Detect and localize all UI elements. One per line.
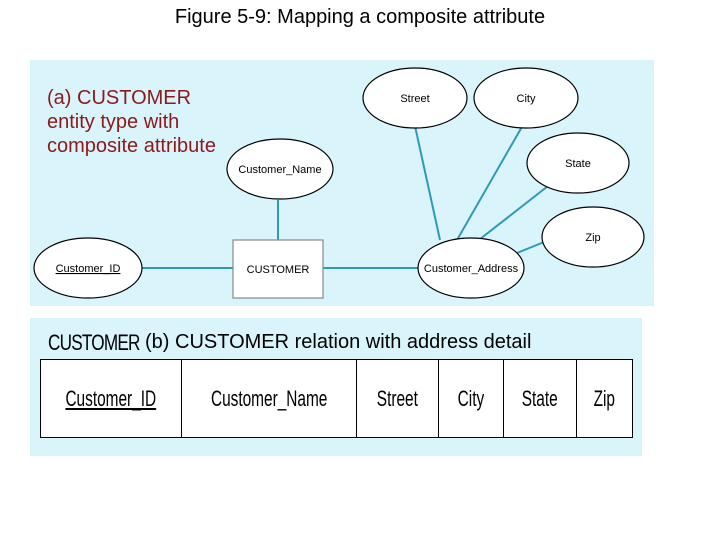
attr-customer-address-label: Customer_Address bbox=[424, 263, 519, 275]
relation-name: CUSTOMER bbox=[48, 330, 140, 355]
relation-column-state: State bbox=[504, 360, 577, 437]
attr-state-label: State bbox=[565, 158, 591, 170]
relation-column-zip: Zip bbox=[593, 385, 615, 411]
line-state-address bbox=[474, 185, 549, 244]
relation-column-city: City bbox=[439, 360, 504, 437]
attr-customer-address-ellipse bbox=[417, 237, 525, 299]
relation-column-street: Street bbox=[357, 360, 439, 437]
entity-customer-box bbox=[232, 239, 324, 299]
attr-customer-name-label: Customer_Name bbox=[238, 164, 321, 176]
relation-column-customer-id: Customer_ID bbox=[41, 360, 182, 437]
relation-table: Customer_ID Customer_Name Street City St… bbox=[40, 359, 633, 438]
line-street-address bbox=[414, 125, 441, 241]
entity-customer-label: CUSTOMER bbox=[247, 264, 310, 276]
figure-title: Figure 5-9: Mapping a composite attribut… bbox=[174, 6, 546, 28]
attr-street-ellipse bbox=[362, 67, 468, 129]
attr-street-label: Street bbox=[400, 93, 429, 105]
attr-customer-name-ellipse bbox=[226, 138, 334, 200]
attr-state-ellipse bbox=[526, 132, 630, 194]
attr-customer-id-label: Customer_ID bbox=[56, 263, 121, 275]
attr-zip-label: Zip bbox=[585, 232, 600, 244]
attr-zip-ellipse bbox=[541, 206, 645, 268]
relation-column-customer-name: Customer_Name bbox=[182, 360, 357, 437]
part-b-caption: (b) CUSTOMER relation with address detai… bbox=[145, 331, 532, 353]
attr-city-label: City bbox=[517, 93, 536, 105]
part-a-caption: (a) CUSTOMER entity type with composite … bbox=[47, 87, 216, 157]
attr-customer-id-ellipse bbox=[33, 237, 143, 299]
line-city-address bbox=[456, 124, 524, 241]
attr-city-ellipse bbox=[473, 67, 579, 129]
